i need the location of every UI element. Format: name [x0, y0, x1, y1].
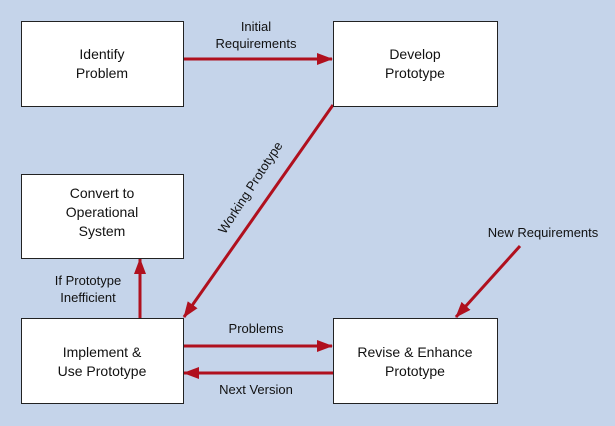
box-label: Operational	[66, 204, 138, 220]
box-label: Implement &	[63, 344, 142, 360]
box-label: System	[79, 223, 126, 239]
label-requirements: Requirements	[216, 36, 297, 51]
box-label: Identify	[79, 46, 124, 62]
box-convert-operational: Convert to Operational System	[21, 174, 184, 259]
box-implement-use: Implement & Use Prototype	[21, 318, 184, 404]
arrow-new-requirements	[454, 244, 522, 319]
box-revise-enhance: Revise & Enhance Prototype	[333, 318, 498, 404]
box-identify-problem: Identify Problem	[21, 21, 184, 107]
label-initial: Initial	[241, 19, 271, 34]
label-inefficient: Inefficient	[60, 290, 116, 305]
box-label: Convert to	[70, 185, 135, 201]
box-label: Prototype	[385, 363, 445, 379]
box-label: Prototype	[385, 65, 445, 81]
box-develop-prototype: Develop Prototype	[333, 21, 498, 107]
box-label: Develop	[389, 46, 441, 62]
box-label: Problem	[76, 65, 128, 81]
box-label: Revise & Enhance	[357, 344, 472, 360]
box-label: Use Prototype	[58, 363, 147, 379]
arrow-working-prototype	[182, 104, 335, 318]
label-new-requirements: New Requirements	[488, 225, 599, 240]
label-problems: Problems	[229, 321, 284, 336]
label-if-prototype: If Prototype	[55, 273, 121, 288]
label-next-version: Next Version	[219, 382, 293, 397]
